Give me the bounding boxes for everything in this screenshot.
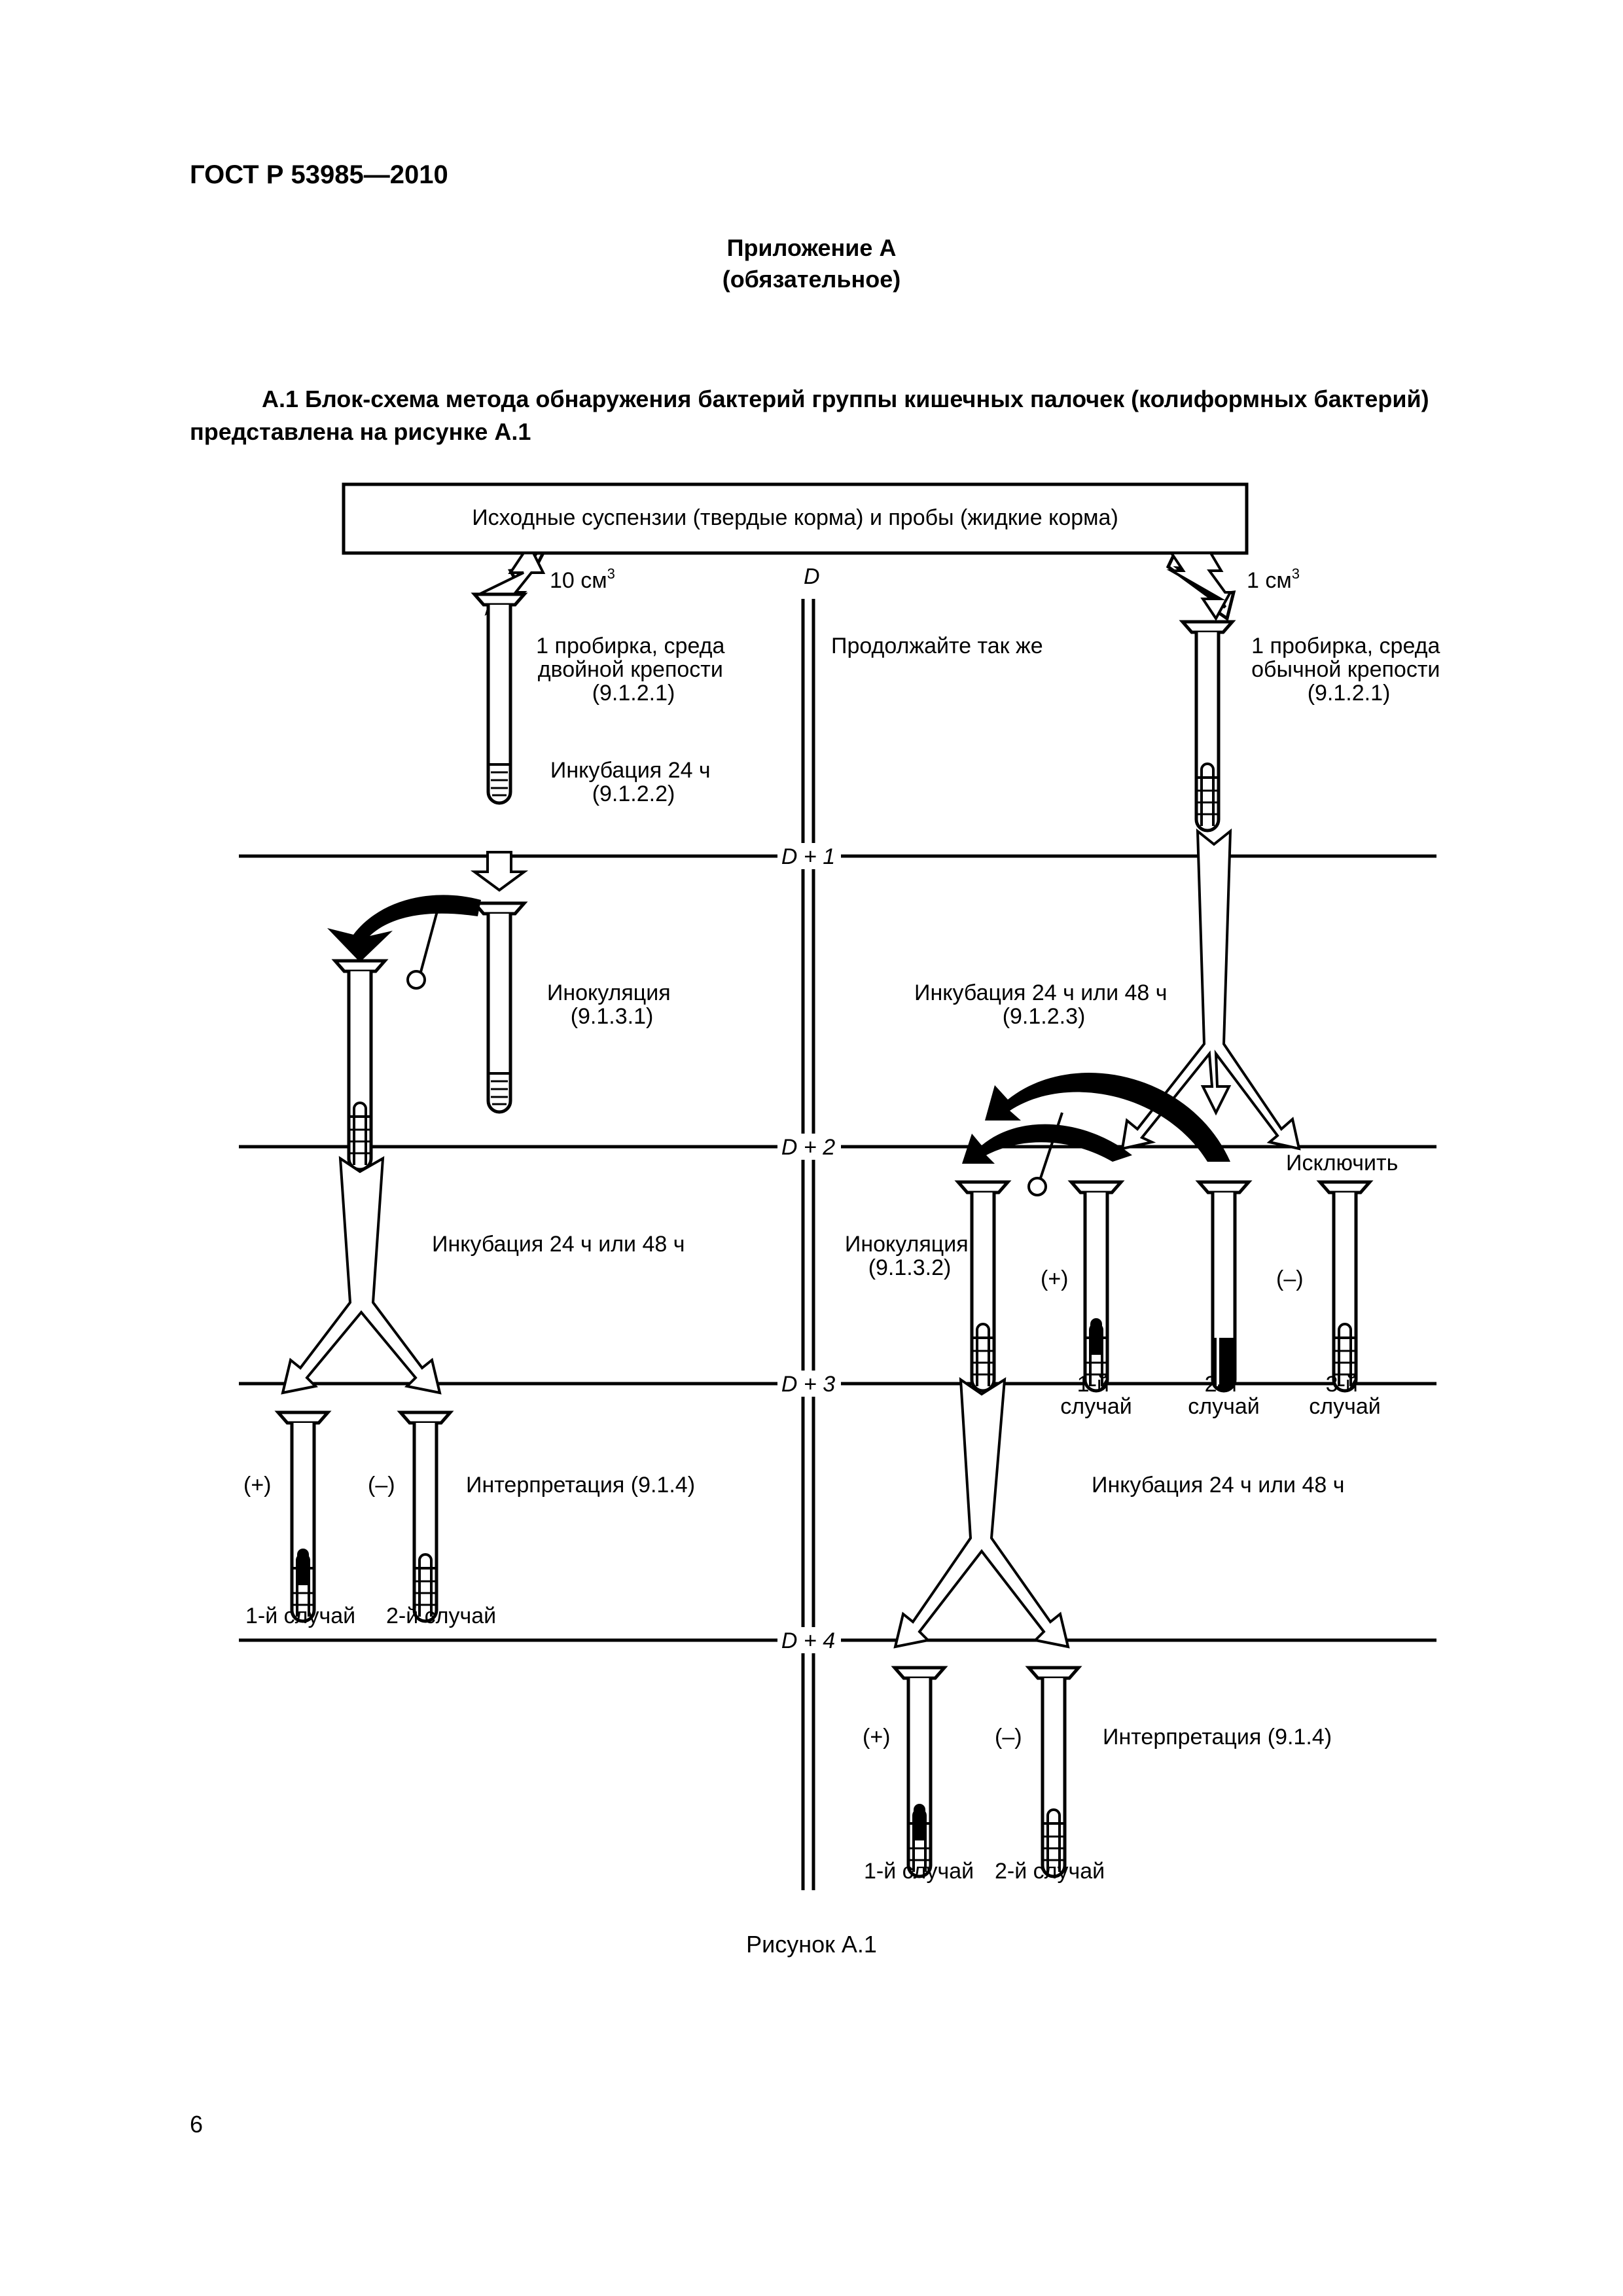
intro-paragraph: А.1 Блок-схема метода обнаружения бактер… <box>190 386 1429 445</box>
split-arrow-right-d3 <box>893 1377 1070 1649</box>
left-case2-label: 2-й случай <box>386 1604 496 1628</box>
day-line-d4: D + 4 <box>239 1627 1436 1653</box>
tube-inoculated-left <box>335 961 385 1170</box>
right-final-minus-sign: (–) <box>995 1725 1022 1749</box>
tube-right-case3 <box>1320 1182 1370 1391</box>
arrow-down-left-d1 <box>470 851 529 892</box>
source-suspensions-box: Исходные суспензии (твердые корма) и про… <box>342 482 1249 622</box>
appendix-status: (обязательное) <box>722 266 901 293</box>
left-incubation-label: Инкубация 24 ч (9.1.2.2) <box>550 758 717 806</box>
day-label-d1: D + 1 <box>781 844 835 869</box>
figure-caption: Рисунок А.1 <box>746 1931 877 1958</box>
right-case3-label: 3-й случай <box>1309 1372 1380 1419</box>
day-line-d2: D + 2 <box>239 1134 1436 1160</box>
exclude-label: Исключить <box>1286 1151 1398 1175</box>
day-line-d1: D + 1 <box>239 843 1436 869</box>
tube-right-final-case1 <box>895 1668 944 1876</box>
tube-after-incubation <box>474 903 524 1112</box>
right-incubation-label-2: Инкубация 24 ч или 48 ч <box>1092 1473 1344 1498</box>
right-interpretation-label: Интерпретация (9.1.4) <box>1103 1725 1332 1749</box>
right-minus-sign: (–) <box>1276 1266 1304 1291</box>
left-minus-sign: (–) <box>368 1473 395 1498</box>
split-arrow-right-d1 <box>1120 828 1301 1151</box>
tube-right-final-case2 <box>1029 1668 1079 1876</box>
right-final-plus-sign: (+) <box>863 1725 891 1749</box>
left-incubation-label-2: Инкубация 24 ч или 48 ч <box>432 1232 685 1257</box>
right-case1-label: 1-й случай <box>1060 1372 1132 1419</box>
top-box-label: Исходные суспензии (твердые корма) и про… <box>472 505 1118 530</box>
tube-right-case1 <box>1071 1182 1121 1391</box>
day-label-d: D <box>804 564 820 589</box>
volume-1-label: 1 см3 <box>1247 565 1300 593</box>
left-plus-sign: (+) <box>243 1473 272 1498</box>
right-final-case1-label: 1-й случай <box>864 1859 974 1884</box>
tube-right-case2 <box>1199 1182 1249 1391</box>
left-tube-label: 1 пробирка, среда двойной крепости (9.1.… <box>536 634 731 706</box>
right-final-case2-label: 2-й случай <box>995 1859 1105 1884</box>
left-case1-label: 1-й случай <box>245 1604 355 1628</box>
right-incubation-label: Инкубация 24 ч или 48 ч (9.1.2.3) <box>914 980 1173 1029</box>
left-interpretation-label: Интерпретация (9.1.4) <box>466 1473 695 1498</box>
appendix-title: Приложение А (обязательное) <box>0 232 1623 295</box>
split-arrow-left-d2 <box>281 1156 442 1395</box>
right-tube-label: 1 пробирка, среда обычной крепости (9.1.… <box>1251 634 1446 706</box>
continue-label: Продолжайте так же <box>831 634 1043 658</box>
inoculation-arrow-left <box>327 895 481 990</box>
right-case2-label: 2-й случай <box>1188 1372 1259 1419</box>
arrow-1cm3 <box>1166 552 1233 621</box>
document-header: ГОСТ Р 53985—2010 <box>190 160 448 189</box>
tube-left-case1 <box>278 1412 328 1621</box>
inoculation-arrows-right <box>962 1073 1230 1196</box>
appendix-title-text: Приложение А <box>726 234 897 261</box>
day-label-d3: D + 3 <box>781 1372 835 1397</box>
tube-left-case2 <box>401 1412 450 1621</box>
tube-normal-strength <box>1183 622 1232 831</box>
volume-10-label: 10 см3 <box>550 565 615 593</box>
day-label-d2: D + 2 <box>781 1135 835 1160</box>
right-plus-sign: (+) <box>1041 1266 1069 1291</box>
day-label-d4: D + 4 <box>781 1628 835 1653</box>
day-line-d3: D + 3 <box>239 1371 1436 1397</box>
right-inoculation-label: Инокуляция (9.1.3.2) <box>845 1232 974 1280</box>
tube-right-inoculated <box>958 1182 1008 1391</box>
left-inoculation-label: Инокуляция (9.1.3.1) <box>547 980 677 1029</box>
page-number: 6 <box>190 2111 204 2138</box>
tube-double-strength <box>474 594 524 803</box>
